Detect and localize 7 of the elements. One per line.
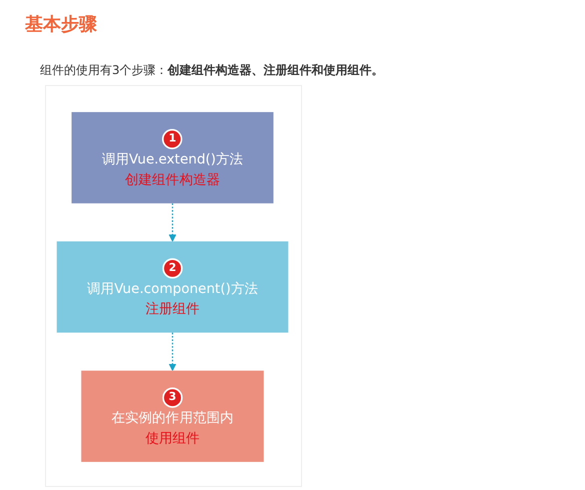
dashed-arrow — [168, 203, 176, 242]
intro-text: 组件的使用有3个步骤：创建组件构造器、注册组件和使用组件。 — [40, 62, 384, 79]
dashed-arrow — [168, 332, 176, 371]
step-text: 1 调用Vue.extend()方法 创建组件构造器 — [102, 127, 243, 188]
step-text: 2 调用Vue.component()方法 注册组件 — [87, 256, 258, 318]
step-text: 3 在实例的作用范围内 使用组件 — [112, 386, 234, 447]
title: 基本步骤 — [25, 13, 97, 36]
